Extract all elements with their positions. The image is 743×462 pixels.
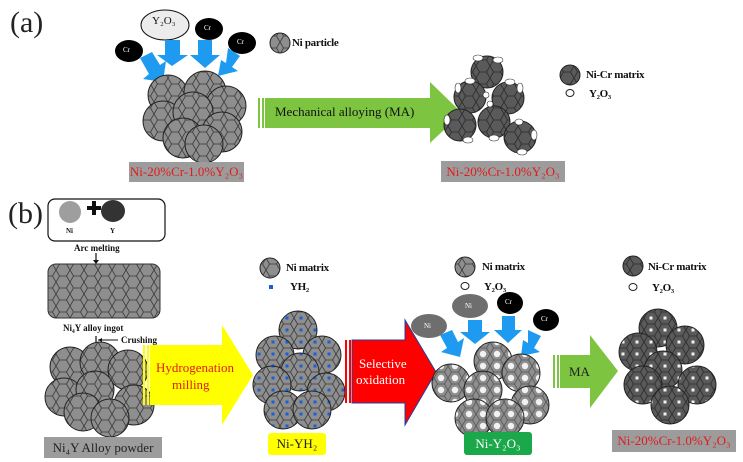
ni4y-powder-box: Ni₄Y Alloy powder xyxy=(44,437,162,458)
selective-label: Selective xyxy=(359,356,407,371)
yh2-legend-label: YH₂ xyxy=(290,281,309,293)
ni-y2o3-box: Ni-Y₂O₃ xyxy=(464,432,532,455)
blue-arrow xyxy=(140,52,166,82)
ni-cr-y2o3-cluster xyxy=(618,308,717,425)
cr-input-ellipse xyxy=(533,309,559,331)
ni-matrix-legend-icon-2 xyxy=(454,256,476,278)
hydrogenation-label-line1: Hydrogenation xyxy=(156,360,234,375)
ni-matrix-legend-label-2: Ni matrix xyxy=(482,261,525,273)
composition-box-start: Ni-20%Cr-1.0%Y₂O₃ xyxy=(129,162,244,182)
ma-arrow xyxy=(553,335,618,408)
y2o3-legend-label: Y₂O₃ xyxy=(589,88,611,100)
ni-matrix-legend-label: Ni matrix xyxy=(286,262,329,274)
blue-arrow xyxy=(460,320,490,344)
ni-y2o3-cluster xyxy=(431,341,550,438)
cr-input-label: Cr xyxy=(541,315,548,323)
crushing-label: Crushing xyxy=(121,335,158,345)
ni-input-ellipse xyxy=(411,314,447,338)
cr-input-label: Cr xyxy=(237,38,244,46)
ni-yh2-cluster xyxy=(252,310,346,430)
cr-input-ellipse xyxy=(228,32,256,54)
cr-input-ellipse xyxy=(497,292,523,314)
ni-particle-legend-icon xyxy=(269,32,291,54)
ni-element-icon xyxy=(59,201,81,223)
cr-input-label: Cr xyxy=(505,298,512,306)
ni-matrix-legend-icon xyxy=(259,257,281,279)
y2o3-input-label: Y₂O₃ xyxy=(152,15,176,27)
ni-cr-particle-cluster xyxy=(443,55,537,154)
cr-input-label: Cr xyxy=(123,46,130,54)
y2o3-coating xyxy=(443,54,538,156)
ni-yh2-box: Ni-YH₂ xyxy=(268,433,326,455)
blue-arrows-b xyxy=(440,316,541,357)
oxidation-label: oxidation xyxy=(356,372,406,387)
ni-cr-matrix-legend-label-2: Ni-Cr matrix xyxy=(648,261,707,273)
blue-arrows xyxy=(140,40,240,82)
ingot-label: Ni₄Y alloy ingot xyxy=(63,323,124,333)
blue-arrow xyxy=(440,330,464,357)
blue-arrow xyxy=(157,40,188,66)
panel-b-label: (b) xyxy=(8,197,43,230)
ni-cr-matrix-legend-icon xyxy=(559,64,581,86)
y-element-icon xyxy=(101,200,125,222)
y2o3-legend-label-2: Y₂O₃ xyxy=(484,281,506,293)
blue-arrow xyxy=(521,330,541,356)
selective-oxidation-arrow xyxy=(345,318,437,427)
panel-a-label: (a) xyxy=(10,6,44,39)
cr-input-label: Cr xyxy=(204,24,211,32)
composition-box-end: Ni-20%Cr-1.0%Y₂O₃ xyxy=(441,161,565,182)
y-element-label: Y xyxy=(110,227,116,235)
blue-arrow xyxy=(218,48,240,76)
y2o3-legend-label-3: Y₂O₃ xyxy=(652,282,674,294)
hydrogenation-label-line2: milling xyxy=(172,377,210,392)
mechanical-alloying-arrow xyxy=(258,82,462,143)
blue-arrow xyxy=(494,316,522,343)
ni4y-ingot xyxy=(47,263,161,319)
yh2-legend-icon xyxy=(269,285,273,289)
y2o3-legend-icon xyxy=(565,89,575,97)
y2o3-legend-icon-3 xyxy=(628,283,638,291)
blue-arrow xyxy=(190,40,220,68)
ni-cr-matrix-legend-label: Ni-Cr matrix xyxy=(586,69,645,81)
ni-particle-cluster xyxy=(142,70,247,164)
ma-label: MA xyxy=(569,364,590,379)
ni-input-label: Ni xyxy=(465,302,472,310)
y2o3-legend-icon-2 xyxy=(460,282,470,290)
ni-input-ellipse xyxy=(452,294,488,318)
cr-input-ellipse xyxy=(115,40,143,62)
hydrogenation-milling-arrow xyxy=(143,325,253,425)
cr-input-ellipse xyxy=(195,18,223,40)
ni-input-label: Ni xyxy=(424,322,431,330)
ni4y-powder-cluster xyxy=(44,341,155,438)
arc-melting-label: Arc melting xyxy=(74,243,120,253)
ni-element-label: Ni xyxy=(66,227,73,235)
ni-cr-matrix-legend-icon-2 xyxy=(622,255,644,277)
mechanical-alloying-label: Mechanical alloying (MA) xyxy=(275,104,415,119)
final-composition-box: Ni-20%Cr-1.0%Y₂O₃ xyxy=(612,430,736,452)
ni-particle-legend-label: Ni particle xyxy=(292,37,339,49)
